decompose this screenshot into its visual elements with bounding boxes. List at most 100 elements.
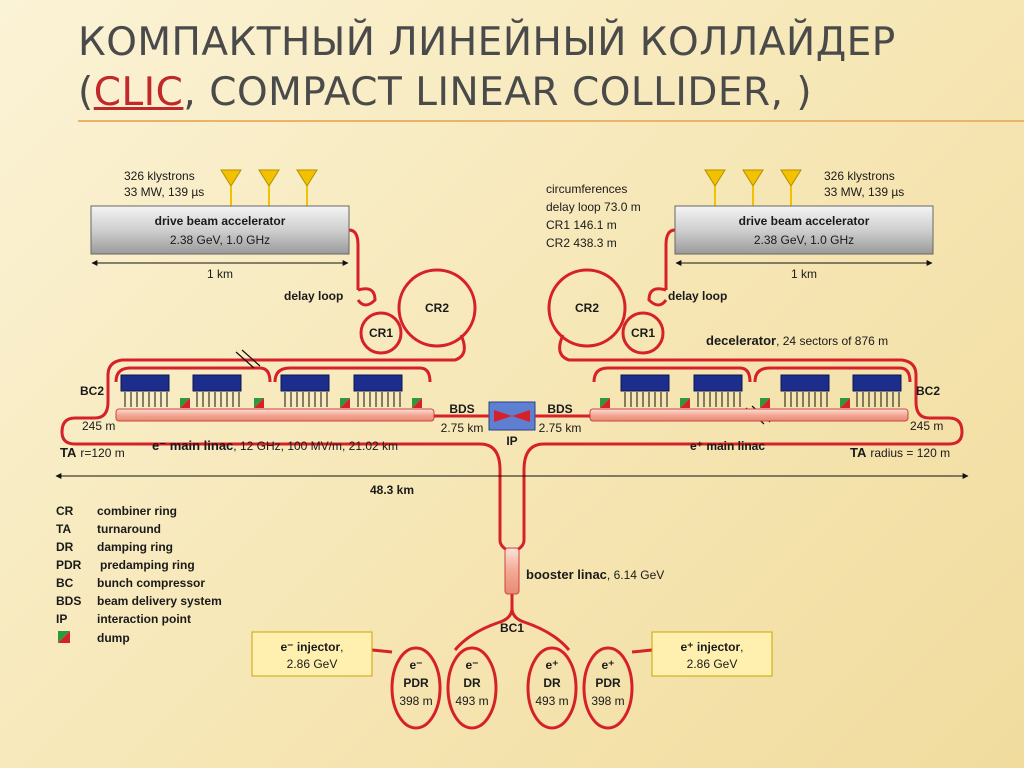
decel-loop-left-1 — [114, 366, 272, 383]
klystrons-right — [704, 169, 802, 206]
bds-length-right: 2.75 km — [539, 421, 582, 435]
legend-meaning: damping ring — [97, 540, 173, 554]
klystron-spec-left: 33 MW, 139 µs — [124, 185, 204, 199]
dump-icon — [412, 398, 422, 408]
main-linac-left-name: e⁻ main linac — [152, 438, 233, 453]
klystron-icon — [742, 169, 764, 187]
legend-meaning: bunch compressor — [97, 576, 205, 590]
booster-branch-right — [510, 607, 571, 651]
ring-e-minus-pdr — [390, 646, 442, 730]
ip-arrow-right — [512, 410, 530, 422]
bc2-label-left: BC2 — [80, 384, 104, 398]
ring-particle: e⁻ — [409, 658, 422, 672]
bds-length-left: 2.75 km — [441, 421, 484, 435]
ring-type: DR — [463, 676, 481, 690]
pets-block — [120, 374, 170, 392]
ta-abbr-left: TA — [60, 445, 77, 460]
pets-block — [280, 374, 330, 392]
injector-left-energy: 2.86 GeV — [287, 657, 338, 671]
pets-block — [780, 374, 830, 392]
ta-radius-left: r=120 m — [80, 446, 124, 460]
decel-loop-right-1 — [592, 366, 752, 383]
turnaround-right — [522, 395, 964, 540]
beamline-left-drive — [348, 228, 360, 290]
bc2-label-right: BC2 — [916, 384, 940, 398]
klystron-icon — [296, 169, 318, 187]
klystron-icon — [220, 169, 242, 187]
legend-abbr: PDR — [56, 558, 82, 572]
injector-right-comma: , — [740, 640, 743, 654]
injector-link-left — [371, 648, 393, 654]
injector-left-name: e⁻ injector — [280, 640, 340, 654]
ring-particle: e⁺ — [601, 658, 614, 672]
legend: CR combiner ring TA turnaround DR dampin… — [56, 504, 222, 645]
ring-particle: e⁻ — [465, 658, 478, 672]
pets-right — [620, 374, 902, 392]
injector-right-label: e⁺ injector, — [680, 640, 743, 654]
dump-icon — [840, 398, 850, 408]
klystron-icon — [258, 169, 280, 187]
booster-name: booster linac — [526, 567, 607, 582]
legend-abbr: TA — [56, 522, 71, 536]
dump-icon — [760, 398, 770, 408]
drive-beam-name-left: drive beam accelerator — [155, 214, 286, 228]
title-clic-accent: CLIC — [93, 70, 184, 115]
decelerator-name: decelerator — [706, 333, 776, 348]
length-1km-right: 1 km — [791, 267, 817, 281]
ta-abbr-right: TA — [850, 445, 867, 460]
beamline-right-drive — [664, 228, 676, 290]
legend-meaning: interaction point — [97, 612, 191, 626]
booster-detail: , 6.14 GeV — [607, 568, 664, 582]
booster-label: booster linac, 6.14 GeV — [526, 567, 664, 582]
klystron-count-left: 326 klystrons — [124, 169, 195, 183]
ip-arrow-left — [494, 410, 512, 422]
ring-circ: 493 m — [535, 694, 568, 708]
pets-left — [120, 374, 403, 392]
dump-icon — [254, 398, 264, 408]
circumference-cr2: CR2 438.3 m — [546, 236, 617, 250]
length-1km-left: 1 km — [207, 267, 233, 281]
ring-particle: e⁺ — [545, 658, 558, 672]
legend-meaning: predamping ring — [100, 558, 195, 572]
beamline-right-delay-loop — [647, 287, 668, 307]
circumferences-heading: circumferences — [546, 182, 627, 196]
ring-e-plus-dr — [526, 646, 578, 730]
ring-e-minus-dr — [446, 646, 498, 730]
ring-left-cr2 — [397, 268, 477, 348]
damping-ring-labels: e⁻ PDR 398 m e⁻ DR 493 m e⁺ DR 493 m e⁺ … — [399, 658, 624, 708]
ring-type: DR — [543, 676, 561, 690]
bc2-length-right: 245 m — [910, 419, 943, 433]
pets-block — [693, 374, 743, 392]
bc1-label: BC1 — [500, 621, 524, 635]
legend-abbr: IP — [56, 612, 67, 626]
dump-icon — [340, 398, 350, 408]
drive-beam-name-right: drive beam accelerator — [739, 214, 870, 228]
legend-abbr: CR — [56, 504, 74, 518]
total-length: 48.3 km — [370, 483, 414, 497]
klystrons-left — [220, 169, 318, 206]
ring-type: PDR — [403, 676, 429, 690]
ring-circ: 398 m — [399, 694, 432, 708]
injector-left-label: e⁻ injector, — [280, 640, 343, 654]
klystron-count-right: 326 klystrons — [824, 169, 895, 183]
cr1-label-right: CR1 — [631, 326, 655, 340]
ip-label: IP — [506, 434, 517, 448]
klystron-icon — [780, 169, 802, 187]
title-line-1: КОМПАКТНЫЙ ЛИНЕЙНЫЙ КОЛЛАЙДЕР — [78, 20, 896, 65]
injector-left-comma: , — [340, 640, 343, 654]
cr1-label-left: CR1 — [369, 326, 393, 340]
legend-meaning: beam delivery system — [97, 594, 222, 608]
legend-abbr: BC — [56, 576, 74, 590]
drive-beam-accelerator-right — [674, 205, 934, 255]
main-linac-right-tube — [589, 408, 909, 422]
slide-title: КОМПАКТНЫЙ ЛИНЕЙНЫЙ КОЛЛАЙДЕР (CLIC, COM… — [78, 18, 978, 118]
decel-loop-right-2 — [753, 366, 912, 383]
pets-block — [353, 374, 403, 392]
ring-circ: 398 m — [591, 694, 624, 708]
dump-icon — [180, 398, 190, 408]
ring-e-plus-pdr — [582, 646, 634, 730]
legend-meaning: turnaround — [97, 522, 161, 536]
beamline-right-down — [558, 334, 918, 395]
